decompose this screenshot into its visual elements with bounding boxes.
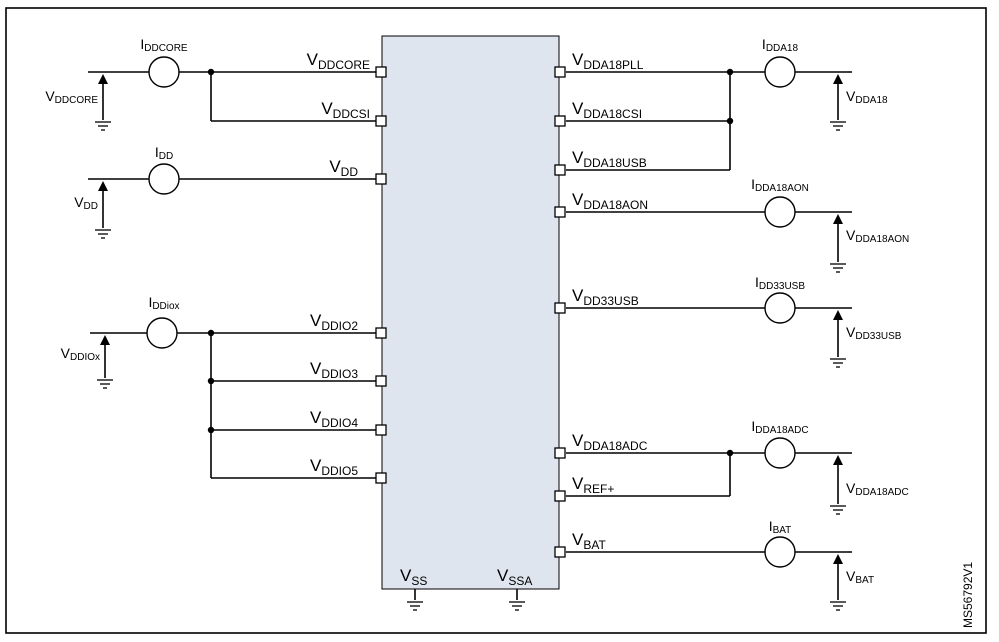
label-vdda18csi-pin: VDDA18CSI xyxy=(572,99,642,121)
source-arrow-vdda18adc xyxy=(829,455,847,515)
label-vddio3-pin: VDDIO3 xyxy=(310,359,358,381)
source-arrow-vddiox xyxy=(96,335,114,389)
label-source-vddiox: VDDIOx xyxy=(61,345,100,363)
pin-vddio4 xyxy=(375,424,387,436)
pin-vddio2 xyxy=(375,327,387,339)
pin-vddcsi xyxy=(375,115,387,127)
pin-vrefp xyxy=(554,490,566,502)
label-idda18: IDDA18 xyxy=(762,36,799,54)
label-vss-pin: VSS xyxy=(400,566,427,588)
ammeter-ibat xyxy=(764,536,796,568)
source-arrow-vdda18 xyxy=(829,74,847,131)
pin-vddio5 xyxy=(375,472,387,484)
figure-reference-code: MS56792V1 xyxy=(961,562,975,628)
ammeter-iddcore xyxy=(148,56,180,88)
vdda18adc-supply-net xyxy=(566,449,852,497)
pin-vdda18adc xyxy=(554,447,566,459)
source-arrow-vddcore xyxy=(94,74,112,131)
label-vdda18adc-pin: VDDA18ADC xyxy=(572,431,648,453)
label-vrefp-pin: VREF+ xyxy=(572,474,614,496)
source-arrow-vdd xyxy=(94,181,112,239)
source-arrow-vbat xyxy=(829,554,847,611)
source-arrow-vdda18aon xyxy=(829,214,847,273)
label-source-vdda18: VDDA18 xyxy=(846,88,888,106)
vssa-ground xyxy=(508,589,526,611)
label-vddio2-pin: VDDIO2 xyxy=(310,311,358,333)
label-source-vbat: VBAT xyxy=(846,568,874,586)
ammeter-idda18aon xyxy=(764,196,796,228)
label-vddio5-pin: VDDIO5 xyxy=(310,456,358,478)
label-source-vdd33usb: VDD33USB xyxy=(846,324,902,342)
source-arrow-vdd33usb xyxy=(829,310,847,368)
label-idd: IDD xyxy=(155,144,173,162)
pin-vdda18csi xyxy=(554,115,566,127)
label-vddio4-pin: VDDIO4 xyxy=(310,408,358,430)
label-vddcsi-pin: VDDCSI xyxy=(321,99,370,121)
ammeter-idd33usb xyxy=(764,292,796,324)
label-idda18aon: IDDA18AON xyxy=(751,176,809,194)
label-iddiox: IDDiox xyxy=(148,294,179,312)
label-idd33usb: IDD33USB xyxy=(755,274,805,292)
label-vdda18usb-pin: VDDA18USB xyxy=(572,148,647,170)
label-ibat: IBAT xyxy=(769,518,792,536)
vddiox-supply-net xyxy=(90,329,376,479)
vss-ground xyxy=(406,589,424,611)
ammeter-iddiox xyxy=(146,317,178,349)
pin-vddcore xyxy=(375,66,387,78)
label-vdd33usb-pin: VDD33USB xyxy=(572,286,639,308)
pin-vdda18aon xyxy=(554,206,566,218)
pin-vdda18usb xyxy=(554,164,566,176)
label-vdda18pll-pin: VDDA18PLL xyxy=(572,50,644,72)
label-vbat-pin: VBAT xyxy=(572,530,606,552)
pin-vdd33usb xyxy=(554,302,566,314)
label-source-vdd: VDD xyxy=(74,194,98,212)
pin-vdd xyxy=(375,173,387,185)
pin-vddio3 xyxy=(375,375,387,387)
ammeter-idda18 xyxy=(764,56,796,88)
pin-vbat xyxy=(554,546,566,558)
label-vssa-pin: VSSA xyxy=(497,566,532,588)
mcu-chip-body xyxy=(381,35,560,590)
label-source-vddcore: VDDCORE xyxy=(45,88,98,106)
ammeter-idda18adc xyxy=(764,437,796,469)
label-source-vdda18aon: VDDA18AON xyxy=(846,227,909,245)
label-iddcore: IDDCORE xyxy=(140,36,188,54)
ammeter-idd xyxy=(148,163,180,195)
vdda18-supply-net xyxy=(566,68,852,171)
label-vdda18aon-pin: VDDA18AON xyxy=(572,190,648,212)
label-vddcore-pin: VDDCORE xyxy=(307,50,370,72)
label-source-vdda18adc: VDDA18ADC xyxy=(846,480,909,498)
label-vdd-pin: VDD xyxy=(329,157,358,179)
label-idda18adc: IDDA18ADC xyxy=(751,418,808,436)
vddcore-supply-net xyxy=(88,68,376,122)
pin-vdda18pll xyxy=(554,66,566,78)
